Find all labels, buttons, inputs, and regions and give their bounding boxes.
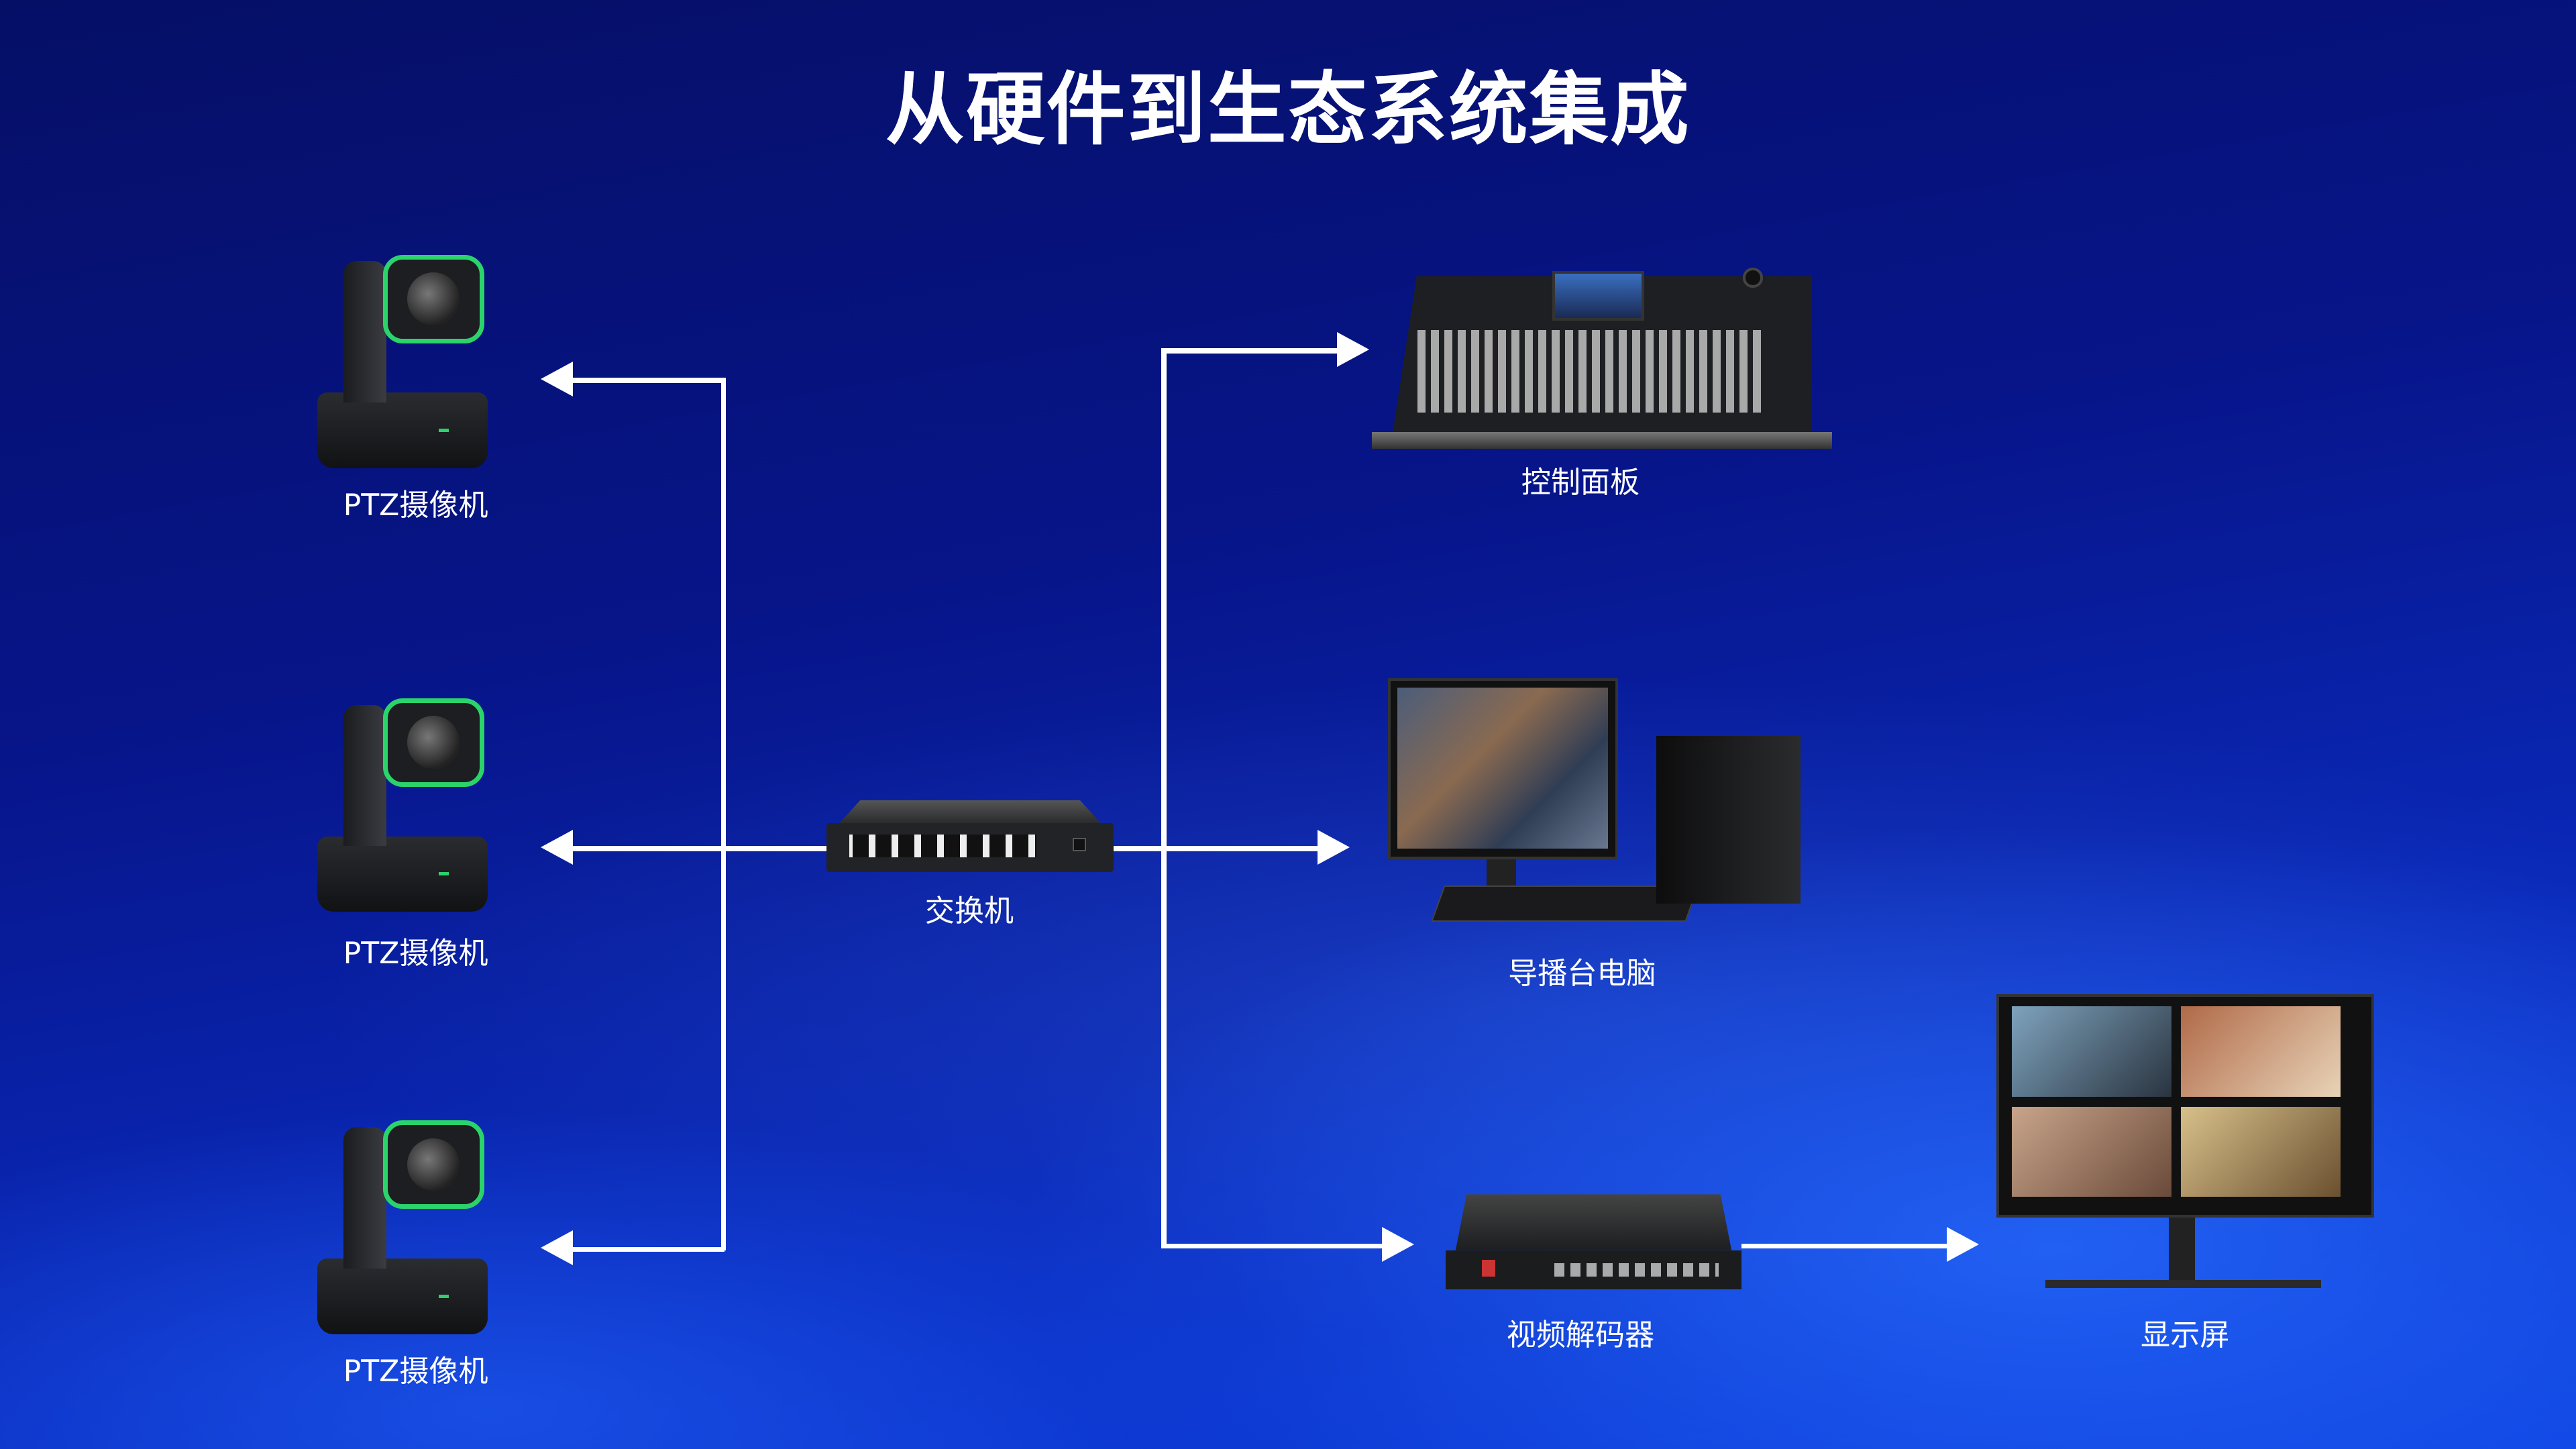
ptz-camera-3	[317, 1120, 492, 1334]
connector-line	[1161, 348, 1339, 354]
switch-label: 交换机	[924, 894, 1014, 928]
video-decoder-label: 视频解码器	[1506, 1318, 1655, 1352]
arrow-right-icon	[1318, 829, 1350, 865]
arrow-right-icon	[1947, 1227, 1980, 1263]
camera-1-label: PTZ摄像机	[343, 488, 488, 523]
ptz-camera-1	[317, 254, 492, 468]
connector-line	[1114, 846, 1320, 851]
connector-line	[1741, 1243, 1949, 1249]
display-label: 显示屏	[2141, 1318, 2230, 1352]
connector-line	[572, 1246, 724, 1252]
camera-3-label: PTZ摄像机	[343, 1354, 488, 1389]
arrow-right-icon	[1381, 1227, 1414, 1263]
control-panel-label: 控制面板	[1521, 465, 1640, 500]
connector-line	[721, 378, 727, 1250]
director-pc-label: 导播台电脑	[1508, 956, 1656, 991]
arrow-left-icon	[540, 361, 573, 396]
arrow-left-icon	[540, 1230, 573, 1266]
control-panel-device	[1371, 268, 1832, 451]
connector-line	[572, 846, 826, 851]
camera-2-label: PTZ摄像机	[343, 936, 488, 971]
display-device	[1996, 994, 2374, 1290]
arrow-right-icon	[1337, 331, 1370, 367]
network-switch	[826, 800, 1114, 874]
arrow-left-icon	[540, 829, 573, 865]
ptz-camera-2	[317, 698, 492, 912]
director-pc-device	[1388, 678, 1807, 938]
connector-line	[1161, 1243, 1384, 1249]
connector-line	[572, 378, 724, 383]
connector-line	[1161, 348, 1167, 1249]
page-title: 从硬件到生态系统集成	[885, 64, 1690, 156]
video-decoder-device	[1446, 1194, 1741, 1290]
